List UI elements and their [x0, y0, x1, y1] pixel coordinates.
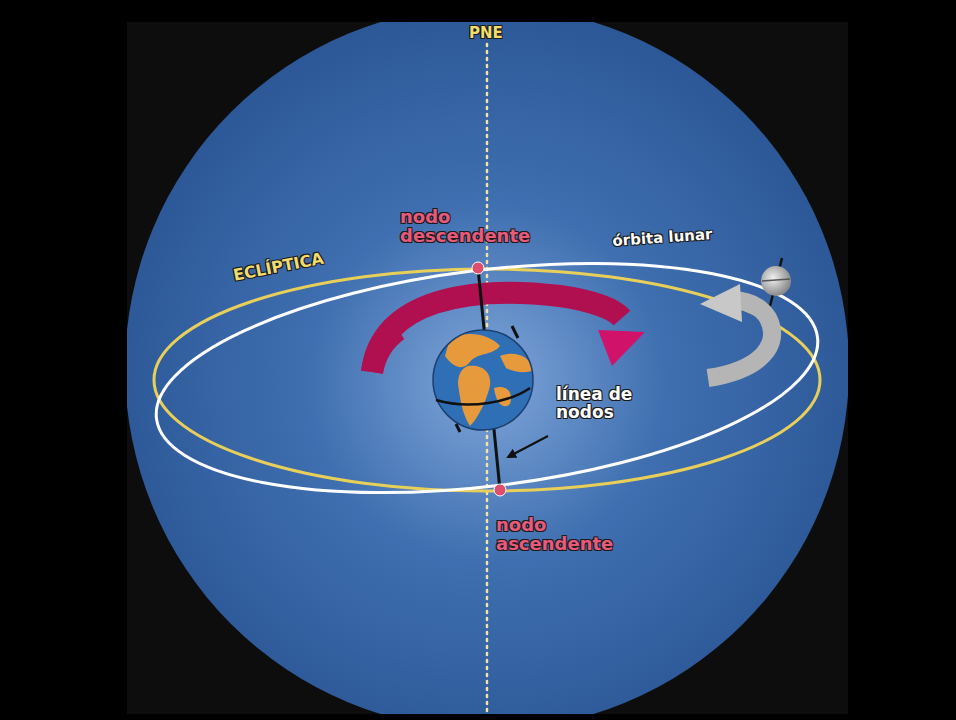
- node-label: nodo ascendente: [496, 516, 646, 554]
- pole-label: PNE: [469, 26, 529, 42]
- line-label: línea de nodos: [556, 386, 666, 422]
- node-label: nodo descendente: [400, 208, 550, 246]
